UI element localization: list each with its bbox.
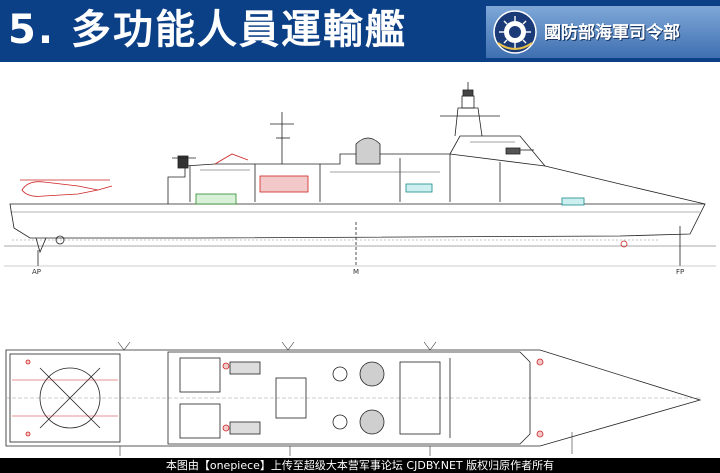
- superstructure-outline: [167, 153, 706, 205]
- hull-outline: [9, 203, 706, 239]
- bridge-block: [449, 135, 546, 167]
- organization-name: 國防部海軍司令部: [544, 23, 680, 43]
- header-banner: 5. 多功能人員運輸艦 國防部海軍司令部: [0, 0, 720, 62]
- page-title: 5. 多功能人員運輸艦: [8, 7, 407, 53]
- plan-hull-outline: [5, 349, 702, 447]
- ship-drawing: AP M FP: [4, 82, 716, 456]
- plan-superstructure: [167, 351, 531, 445]
- flight-deck: [9, 353, 121, 443]
- rescue-boat: [259, 175, 309, 193]
- radome: [355, 137, 381, 165]
- footer-credit: 本图由【onepiece】上传至超级大本营军事论坛 CJDBY.NET 版权归原…: [165, 459, 555, 472]
- side-profile: [4, 82, 716, 267]
- label-midship: M: [353, 268, 359, 276]
- label-aft-perpendicular: AP: [32, 268, 41, 276]
- mainmast: [454, 107, 483, 137]
- plan-view: [5, 341, 702, 456]
- label-fwd-perpendicular: FP: [676, 268, 684, 276]
- helicopter-icon: [20, 179, 113, 197]
- organization-badge: 國防部海軍司令部: [486, 6, 720, 58]
- footer-bar: 本图由【onepiece】上传至超级大本营军事论坛 CJDBY.NET 版权归原…: [0, 458, 720, 473]
- navy-emblem-icon: [493, 10, 537, 54]
